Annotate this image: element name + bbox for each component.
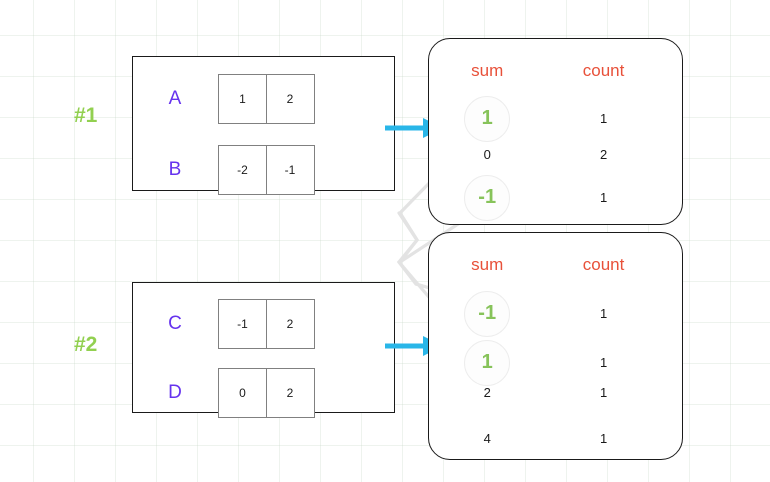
aggregate-box-1: sum count 1 1 0 2 -1 1 [428,38,683,225]
aggregate-1-sum-0: 1 [429,95,545,142]
aggregate-2-sum-1: 1 [429,339,545,386]
aggregate-2-count-0: 1 [599,306,608,321]
row-letter-d: D [168,382,182,403]
cell-d-1: 2 [265,368,315,418]
aggregate-2-count-2: 1 [599,385,608,400]
aggregate-2-count-1: 1 [599,355,608,370]
row-letter-b: B [168,159,182,180]
aggregate-2-row-3: 4 1 [429,431,682,446]
data-row-c: C -1 2 [155,299,315,349]
aggregate-2-count-3: 1 [599,431,608,446]
highlight-circle [464,339,511,386]
group-label-1: #1 [74,104,98,127]
highlight-circle [464,290,511,337]
data-box-group-2: C -1 2 D 0 2 [132,282,395,418]
aggregate-box-2: sum count -1 1 1 1 2 1 4 1 [428,232,683,460]
data-box-group-1: A 1 2 B -2 -1 [132,56,395,195]
header-sum-2: sum [471,255,504,274]
aggregate-1-row-1: 0 2 [429,147,682,162]
cell-b-0: -2 [218,145,267,195]
aggregate-1-sum-2: -1 [429,174,545,221]
row-letter-c: C [168,313,182,334]
aggregate-1-count-2: 1 [599,190,608,205]
cell-b-1: -1 [265,145,315,195]
aggregate-1-count-1: 2 [599,147,608,162]
aggregate-2-sum-0: -1 [429,290,545,337]
data-row-b: B -2 -1 [155,145,315,195]
cell-pair-a: 1 2 [218,74,315,124]
cell-c-1: 2 [265,299,315,349]
highlight-circle [464,174,511,221]
cell-a-0: 1 [218,74,267,124]
aggregate-2-row-2: 2 1 [429,385,682,400]
aggregate-1-row-2: -1 1 [429,174,682,221]
header-count-1: count [582,61,625,80]
cell-a-1: 2 [265,74,315,124]
aggregate-1-count-0: 1 [599,111,608,126]
data-row-a: A 1 2 [155,74,315,124]
aggregate-2-header: sum count [429,255,682,275]
aggregate-1-sum-1: 0 [483,147,491,162]
cell-pair-d: 0 2 [218,368,315,418]
header-sum-1: sum [471,61,504,80]
cell-c-0: -1 [218,299,267,349]
group-label-2: #2 [74,333,98,356]
cell-pair-b: -2 -1 [218,145,315,195]
aggregate-2-sum-3: 4 [483,431,491,446]
aggregate-2-row-1: 1 1 [429,339,682,386]
cell-d-0: 0 [218,368,267,418]
header-count-2: count [582,255,625,274]
cell-pair-c: -1 2 [218,299,315,349]
row-letter-a: A [168,88,182,109]
aggregate-2-sum-2: 2 [483,385,491,400]
data-row-d: D 0 2 [155,368,315,418]
aggregate-2-row-0: -1 1 [429,290,682,337]
aggregate-1-header: sum count [429,61,682,81]
highlight-circle [464,95,511,142]
aggregate-1-row-0: 1 1 [429,95,682,142]
